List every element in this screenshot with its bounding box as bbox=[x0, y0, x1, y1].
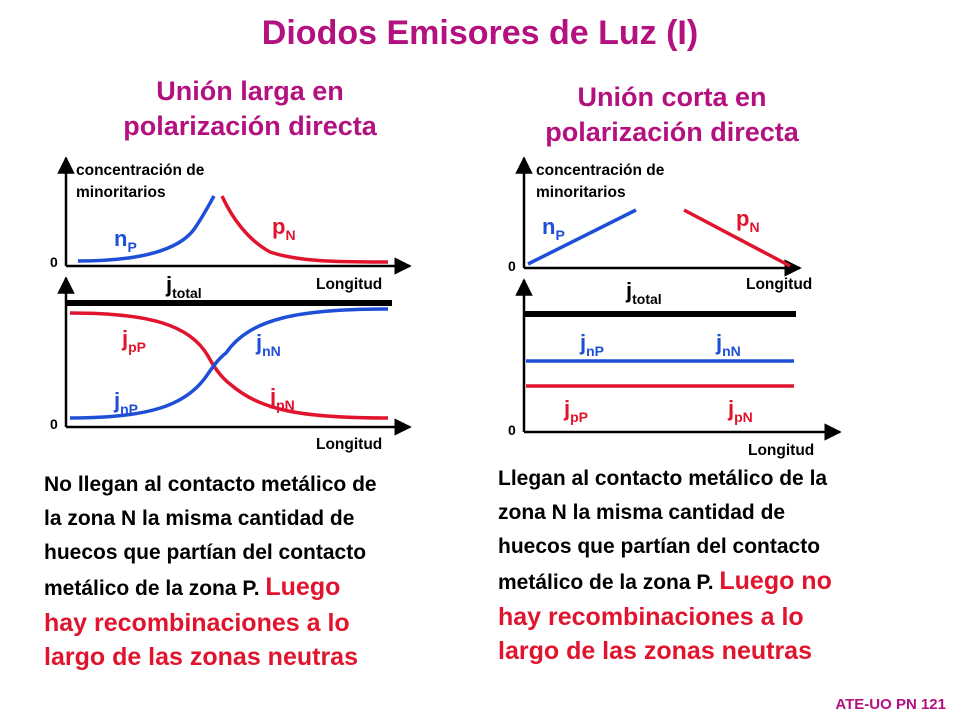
right-para-line2: zona N la misma cantidad de bbox=[498, 501, 786, 524]
right-jtotal-label: jtotal bbox=[626, 278, 662, 307]
right-jpp-main: j bbox=[564, 396, 571, 421]
left-np-main: n bbox=[114, 226, 128, 251]
right-jpp-sub: pP bbox=[570, 409, 589, 425]
right-jpp-label: jpP bbox=[564, 396, 588, 425]
right-jtotal-main: j bbox=[626, 278, 633, 303]
left-axis-label-line1: concentración de bbox=[76, 162, 205, 179]
left-top-longitud: Longitud bbox=[316, 276, 383, 293]
right-para-line4b: Luego no bbox=[719, 567, 832, 595]
left-para-line4b: Luego bbox=[265, 573, 341, 601]
right-axis-label-line1: concentración de bbox=[536, 162, 665, 179]
left-para-line2: la zona N la misma cantidad de bbox=[44, 507, 355, 530]
right-jnp-main: j bbox=[580, 330, 587, 355]
left-jp-curve bbox=[69, 311, 389, 420]
left-para-line5: hay recombinaciones a lo bbox=[44, 609, 350, 637]
right-top-zero: 0 bbox=[508, 258, 516, 274]
right-jpn-main: j bbox=[728, 396, 735, 421]
left-pn-sub: N bbox=[285, 227, 296, 243]
right-jpn-sub: pN bbox=[734, 409, 753, 425]
right-jnp-label: jnP bbox=[580, 330, 604, 359]
left-bottom-longitud: Longitud bbox=[316, 436, 383, 453]
right-pn-main: p bbox=[736, 206, 750, 231]
right-pn-line bbox=[683, 208, 791, 268]
right-np-sub: P bbox=[555, 227, 565, 243]
left-jnp-main: j bbox=[114, 388, 121, 413]
left-jnn-label: jnN bbox=[256, 330, 281, 359]
left-jtotal-main: j bbox=[166, 272, 173, 297]
right-para-line1: Llegan al contacto metálico de la bbox=[498, 467, 828, 490]
right-bottom-longitud: Longitud bbox=[748, 442, 815, 459]
left-para-line1: No llegan al contacto metálico de bbox=[44, 473, 377, 496]
right-np-label: nP bbox=[542, 214, 565, 243]
left-jpn-main: j bbox=[270, 384, 277, 409]
left-np-curve bbox=[77, 195, 216, 263]
right-jpn-label: jpN bbox=[728, 396, 753, 425]
left-jtotal-sub: total bbox=[172, 285, 202, 301]
left-axis-label: concentración de minoritarios bbox=[76, 160, 204, 204]
right-top-longitud: Longitud bbox=[746, 276, 813, 293]
left-bottom-zero: 0 bbox=[50, 416, 58, 432]
right-subtitle-line2: polarización directa bbox=[545, 117, 799, 147]
left-pn-main: p bbox=[272, 214, 286, 239]
left-para-line4: metálico de la zona P. Luego bbox=[44, 570, 484, 606]
left-paragraph: No llegan al contacto metálico de la zon… bbox=[44, 468, 484, 674]
left-jpp-sub: pP bbox=[128, 339, 147, 355]
left-jnn-sub: nN bbox=[262, 343, 281, 359]
right-jnp-sub: nP bbox=[586, 343, 605, 359]
left-np-label: nP bbox=[114, 226, 137, 255]
right-np-main: n bbox=[542, 214, 556, 239]
left-para-line6: largo de las zonas neutras bbox=[44, 643, 358, 671]
left-para-line4a: metálico de la zona P. bbox=[44, 577, 266, 600]
right-para-line3: huecos que partían del contacto bbox=[498, 535, 821, 558]
left-jtotal-label: jtotal bbox=[166, 272, 202, 301]
left-jpn-sub: pN bbox=[276, 397, 295, 413]
right-jtotal-sub: total bbox=[632, 291, 662, 307]
right-paragraph: Llegan al contacto metálico de la zona N… bbox=[498, 462, 948, 668]
slide-title: Diodos Emisores de Luz (I) bbox=[261, 14, 699, 52]
right-np-line bbox=[527, 208, 637, 266]
left-subtitle-line2: polarización directa bbox=[123, 111, 377, 141]
right-jnn-label: jnN bbox=[716, 330, 741, 359]
left-axis-label-line2: minoritarios bbox=[76, 184, 166, 201]
left-jnn-main: j bbox=[256, 330, 263, 355]
left-jn-curve bbox=[69, 307, 389, 420]
right-axis-label-line2: minoritarios bbox=[536, 184, 626, 201]
left-jpn-label: jpN bbox=[270, 384, 295, 413]
left-jpp-label: jpP bbox=[122, 326, 146, 355]
right-para-line4a: metálico de la zona P. bbox=[498, 571, 720, 594]
left-top-zero: 0 bbox=[50, 254, 58, 270]
right-pn-label: pN bbox=[736, 206, 760, 235]
right-subtitle-line1: Unión corta en bbox=[577, 82, 767, 112]
left-pn-curve bbox=[220, 195, 389, 264]
right-para-line5: hay recombinaciones a lo bbox=[498, 603, 804, 631]
left-subtitle-line1: Unión larga en bbox=[156, 76, 344, 106]
right-subtitle: Unión corta en polarización directa bbox=[462, 80, 882, 150]
right-pn-sub: N bbox=[749, 219, 760, 235]
right-para-line4: metálico de la zona P. Luego no bbox=[498, 564, 948, 600]
left-pn-label: pN bbox=[272, 214, 296, 243]
slide-footer: ATE-UO PN 121 bbox=[835, 696, 946, 713]
left-np-sub: P bbox=[127, 239, 137, 255]
right-bottom-zero: 0 bbox=[508, 422, 516, 438]
left-para-line3: huecos que partían del contacto bbox=[44, 541, 367, 564]
left-subtitle: Unión larga en polarización directa bbox=[40, 74, 460, 144]
right-para-line6: largo de las zonas neutras bbox=[498, 637, 812, 665]
right-jnn-sub: nN bbox=[722, 343, 741, 359]
right-axis-label: concentración de minoritarios bbox=[536, 160, 664, 204]
left-jnp-sub: nP bbox=[120, 401, 139, 417]
left-jnp-label: jnP bbox=[114, 388, 138, 417]
right-jnn-main: j bbox=[716, 330, 723, 355]
left-jpp-main: j bbox=[122, 326, 129, 351]
